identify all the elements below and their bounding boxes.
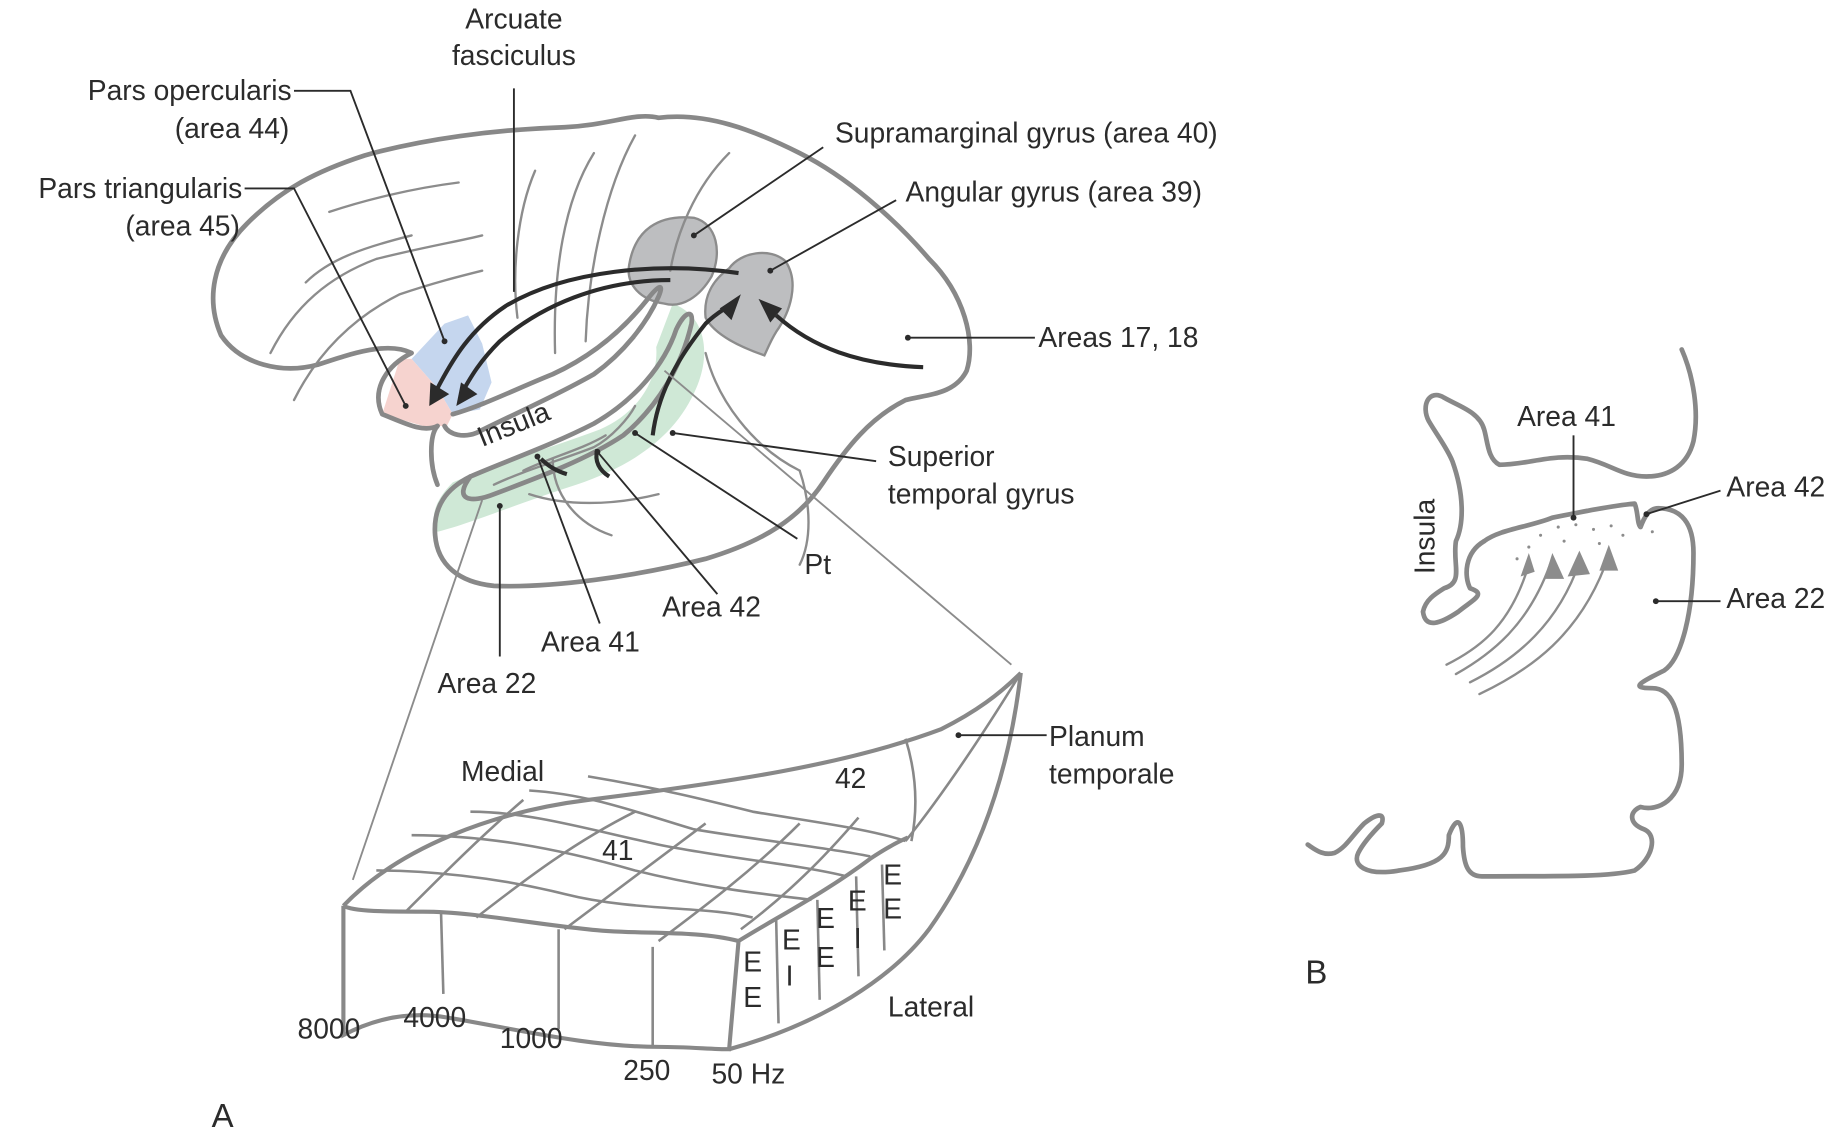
freq-label-1: 4000 — [403, 1001, 466, 1033]
label-stg-1: Superior — [888, 440, 995, 472]
column-1-top: E — [782, 923, 801, 955]
label-planum-1: Planum — [1049, 720, 1145, 752]
column-0-bottom: E — [743, 981, 762, 1013]
heschl-gyrus — [492, 404, 637, 486]
sylvian-fissure-lower — [461, 311, 695, 502]
leader-lines — [244, 88, 1035, 657]
freq-label-0: 8000 — [298, 1013, 361, 1045]
label-area-22: Area 22 — [437, 667, 536, 699]
column-4-bottom: E — [883, 893, 902, 925]
pyramidal-cell — [1520, 552, 1535, 577]
label-angular: Angular gyrus (area 39) — [906, 175, 1202, 207]
sylvian-fissure-upper — [442, 284, 664, 438]
pyramidal-cell — [1544, 552, 1565, 579]
column-0-top: E — [743, 946, 762, 978]
label-b-area-22: Area 22 — [1726, 582, 1825, 614]
freq-label-2: 1000 — [500, 1022, 563, 1054]
label-pars-triangularis-area: (area 45) — [125, 209, 240, 241]
column-2-bottom: E — [816, 941, 835, 973]
label-area-42: Area 42 — [662, 590, 761, 622]
label-areas-17-18: Areas 17, 18 — [1038, 321, 1198, 353]
brain-lateral-view: Arcuate fasciculus Pars opercularis (are… — [38, 2, 1218, 881]
stippling — [1515, 523, 1654, 561]
sulci — [269, 134, 810, 566]
label-region-42: 42 — [835, 762, 866, 794]
pyramidal-cell — [1599, 544, 1619, 571]
label-medial: Medial — [461, 755, 544, 787]
pyramidal-cell — [1567, 550, 1590, 577]
column-4-top: E — [883, 859, 902, 891]
region-pars-triangularis — [382, 358, 453, 426]
label-pt: Pt — [804, 548, 831, 580]
planum-temporale-inset: Planum temporale Medial Lateral 42 41 80… — [212, 671, 1174, 1134]
column-1-bottom: I — [786, 960, 794, 992]
panel-label-a: A — [212, 1097, 234, 1134]
section-outline-upper — [1420, 347, 1699, 626]
label-pars-opercularis: Pars opercularis — [88, 74, 292, 106]
projection-line-left — [351, 499, 484, 881]
label-b-insula: Insula — [1409, 499, 1441, 575]
label-pars-opercularis-area: (area 44) — [175, 112, 290, 144]
label-b-area-42: Area 42 — [1726, 470, 1825, 502]
brain-outline — [210, 113, 973, 589]
projection-line-right — [663, 369, 1012, 666]
label-pars-triangularis: Pars triangularis — [38, 172, 242, 204]
label-b-area-41: Area 41 — [1517, 400, 1616, 432]
coronal-section: Area 41 Area 42 Area 22 Insula B — [1305, 347, 1825, 990]
inset-top-edge — [341, 671, 1023, 908]
connection-arrows — [429, 266, 924, 479]
column-3-bottom: I — [854, 922, 862, 954]
label-stg-2: temporal gyrus — [888, 478, 1075, 510]
label-area-41: Area 41 — [541, 626, 640, 658]
leader-lines-b — [1570, 435, 1721, 605]
panel-label-b: B — [1305, 953, 1327, 990]
fiber-tracts — [1445, 544, 1619, 696]
label-region-41: 41 — [602, 834, 633, 866]
label-arcuate-2: fasciculus — [452, 39, 576, 71]
region-angular — [704, 251, 794, 357]
label-arcuate-1: Arcuate — [465, 2, 562, 34]
brain-outline-lower — [428, 423, 440, 488]
label-supramarginal: Supramarginal gyrus (area 40) — [835, 117, 1218, 149]
region-stg — [433, 303, 705, 532]
freq-label-3: 250 — [623, 1054, 670, 1086]
column-2-top: E — [816, 902, 835, 934]
heschl-gyrus-inner — [522, 434, 607, 472]
freq-label-4: 50 Hz — [711, 1057, 785, 1089]
label-lateral: Lateral — [888, 990, 974, 1022]
label-planum-2: temporale — [1049, 757, 1174, 789]
column-3-top: E — [848, 884, 867, 916]
section-outline-area41 — [1305, 501, 1696, 879]
